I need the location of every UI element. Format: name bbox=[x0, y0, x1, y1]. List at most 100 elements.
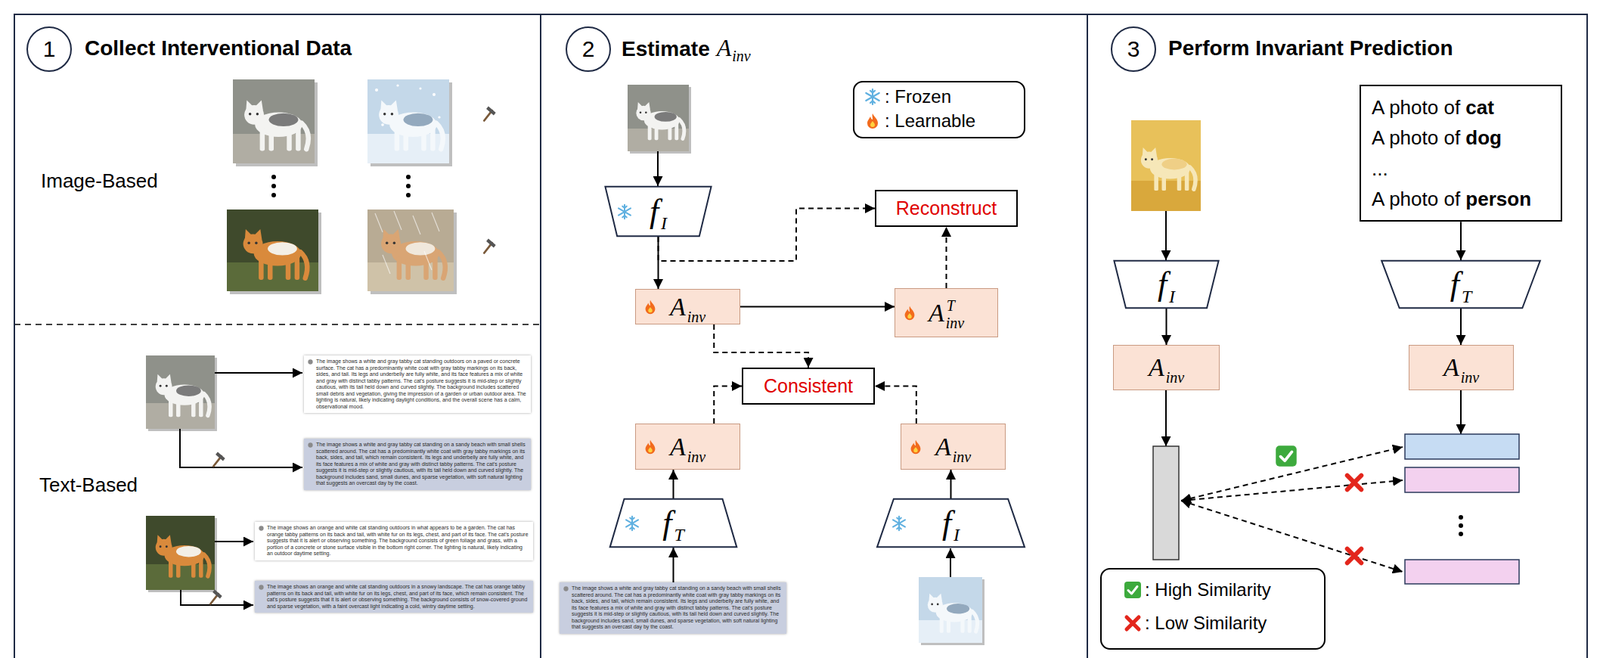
image-embedding-bar bbox=[1153, 446, 1179, 560]
arrow bbox=[180, 589, 254, 605]
legend-icon bbox=[863, 87, 882, 106]
section-label: Image-Based bbox=[40, 169, 159, 193]
cat-figure bbox=[635, 102, 685, 140]
legend-text: : Learnable bbox=[884, 110, 976, 133]
node-text: The image shows a white and gray tabby c… bbox=[316, 358, 527, 410]
legend-entry: : Learnable bbox=[863, 110, 976, 133]
hammer-icon bbox=[213, 452, 225, 467]
arrow bbox=[214, 372, 303, 374]
node-text: inv bbox=[687, 308, 706, 326]
node-text: f bbox=[942, 504, 952, 542]
node-content: The image shows an orange and white cat … bbox=[266, 524, 529, 558]
node-content: Reconstruct bbox=[896, 198, 997, 218]
legend-icon bbox=[1123, 613, 1142, 633]
node-text: A photo of cat bbox=[1371, 92, 1551, 123]
node-text: I bbox=[953, 524, 960, 545]
rain-streaks bbox=[375, 210, 440, 274]
arrow bbox=[949, 548, 952, 577]
objective-box: Consistent bbox=[741, 367, 875, 405]
panel-title-text: inv bbox=[731, 46, 751, 66]
node-content: The image shows a white and gray tabby c… bbox=[571, 585, 782, 631]
node-content: 1 bbox=[43, 37, 56, 61]
node-text: A photo of dog bbox=[1371, 122, 1551, 153]
node-content: fI bbox=[649, 195, 667, 229]
node-text: A bbox=[928, 298, 945, 327]
text-encoder: fT bbox=[1379, 260, 1542, 309]
frozen-icon bbox=[623, 514, 641, 532]
cat-figure bbox=[155, 534, 210, 577]
learnable-icon bbox=[641, 298, 659, 316]
node-text: Reconstruct bbox=[896, 197, 997, 219]
cat-figure bbox=[244, 99, 309, 151]
photo-ground bbox=[367, 79, 450, 164]
node-text: A photo of person bbox=[1371, 183, 1551, 214]
projection-box: Ainv bbox=[635, 288, 741, 325]
arrow bbox=[1181, 500, 1403, 572]
photo-ground bbox=[226, 209, 319, 292]
cat-photo bbox=[226, 209, 322, 295]
photo-ground bbox=[367, 209, 454, 292]
legend-icon bbox=[863, 111, 882, 131]
panel: 2fIReconstructAinvATinvConsistentAinvAin… bbox=[539, 13, 1089, 658]
legend-text: : High Similarity bbox=[1144, 579, 1272, 602]
panel: 3 A photo of catA photo of dog...A photo … bbox=[1086, 13, 1588, 658]
bullet-icon bbox=[307, 442, 314, 448]
connector bbox=[1460, 221, 1462, 261]
panel-title: EstimateAinv bbox=[621, 33, 751, 63]
arrow bbox=[1165, 390, 1167, 447]
section-label: Text-Based bbox=[39, 473, 138, 497]
node-text: inv bbox=[687, 448, 706, 466]
cat-photo bbox=[145, 515, 218, 593]
projection-box: Ainv bbox=[635, 423, 741, 470]
caption-text-box: The image shows an orange and white cat … bbox=[254, 580, 534, 613]
connector bbox=[950, 469, 952, 499]
text-embedding-bar bbox=[1404, 559, 1520, 584]
trapezoid-outline bbox=[1381, 260, 1541, 309]
node-content: Ainv bbox=[1148, 354, 1185, 381]
cat-photo bbox=[918, 576, 985, 645]
arrow bbox=[1460, 390, 1462, 435]
node-content: 3 bbox=[1127, 37, 1141, 61]
cat-figure bbox=[381, 229, 446, 280]
legend-box bbox=[1100, 568, 1325, 649]
node-content: fI bbox=[1157, 267, 1176, 301]
image-encoder: fI bbox=[1113, 260, 1220, 309]
node-content: Ainv bbox=[669, 434, 706, 460]
node-content: A photo of catA photo of dog...A photo o… bbox=[1371, 92, 1551, 214]
node-text: The image shows a white and gray tabby c… bbox=[571, 585, 782, 631]
learnable-icon bbox=[641, 438, 659, 456]
trapezoid-outline bbox=[877, 499, 1025, 548]
node-text: A bbox=[669, 292, 686, 321]
node-text: 1 bbox=[43, 36, 56, 62]
projection-box: ATinv bbox=[894, 288, 999, 338]
node-content: fT bbox=[1450, 267, 1473, 301]
cat-figure bbox=[155, 374, 210, 417]
legend-entry: : Frozen bbox=[863, 86, 952, 109]
step-number: 2 bbox=[565, 26, 611, 72]
node-content: Ainv bbox=[669, 294, 706, 320]
panel-title-text: A bbox=[716, 33, 732, 63]
learnable-icon bbox=[901, 304, 918, 322]
learnable-icon bbox=[907, 438, 925, 456]
text-embedding-bar bbox=[1404, 467, 1520, 493]
legend-text: : Frozen bbox=[884, 86, 952, 109]
arrow bbox=[214, 540, 254, 543]
panel-title: Collect Interventional Data bbox=[84, 35, 352, 62]
cat-photo bbox=[367, 209, 457, 295]
image-encoder: fI bbox=[604, 186, 713, 237]
image-encoder: fI bbox=[875, 498, 1027, 548]
panel-title: Perform Invariant Prediction bbox=[1168, 35, 1454, 62]
cross-icon bbox=[1347, 548, 1362, 564]
node-text: The image shows an orange and white cat … bbox=[266, 524, 529, 558]
cat-photo bbox=[1131, 120, 1201, 211]
caption-arrows bbox=[179, 372, 303, 605]
cat-photo bbox=[367, 79, 453, 167]
legend-entry: : Low Similarity bbox=[1123, 612, 1267, 635]
step-number: 3 bbox=[1110, 26, 1157, 72]
node-text: ... bbox=[1371, 153, 1551, 184]
step-number: 1 bbox=[26, 26, 72, 72]
trapezoid-outline bbox=[610, 499, 738, 548]
node-text: T bbox=[673, 524, 684, 545]
legend-entry: : High Similarity bbox=[1123, 579, 1272, 602]
